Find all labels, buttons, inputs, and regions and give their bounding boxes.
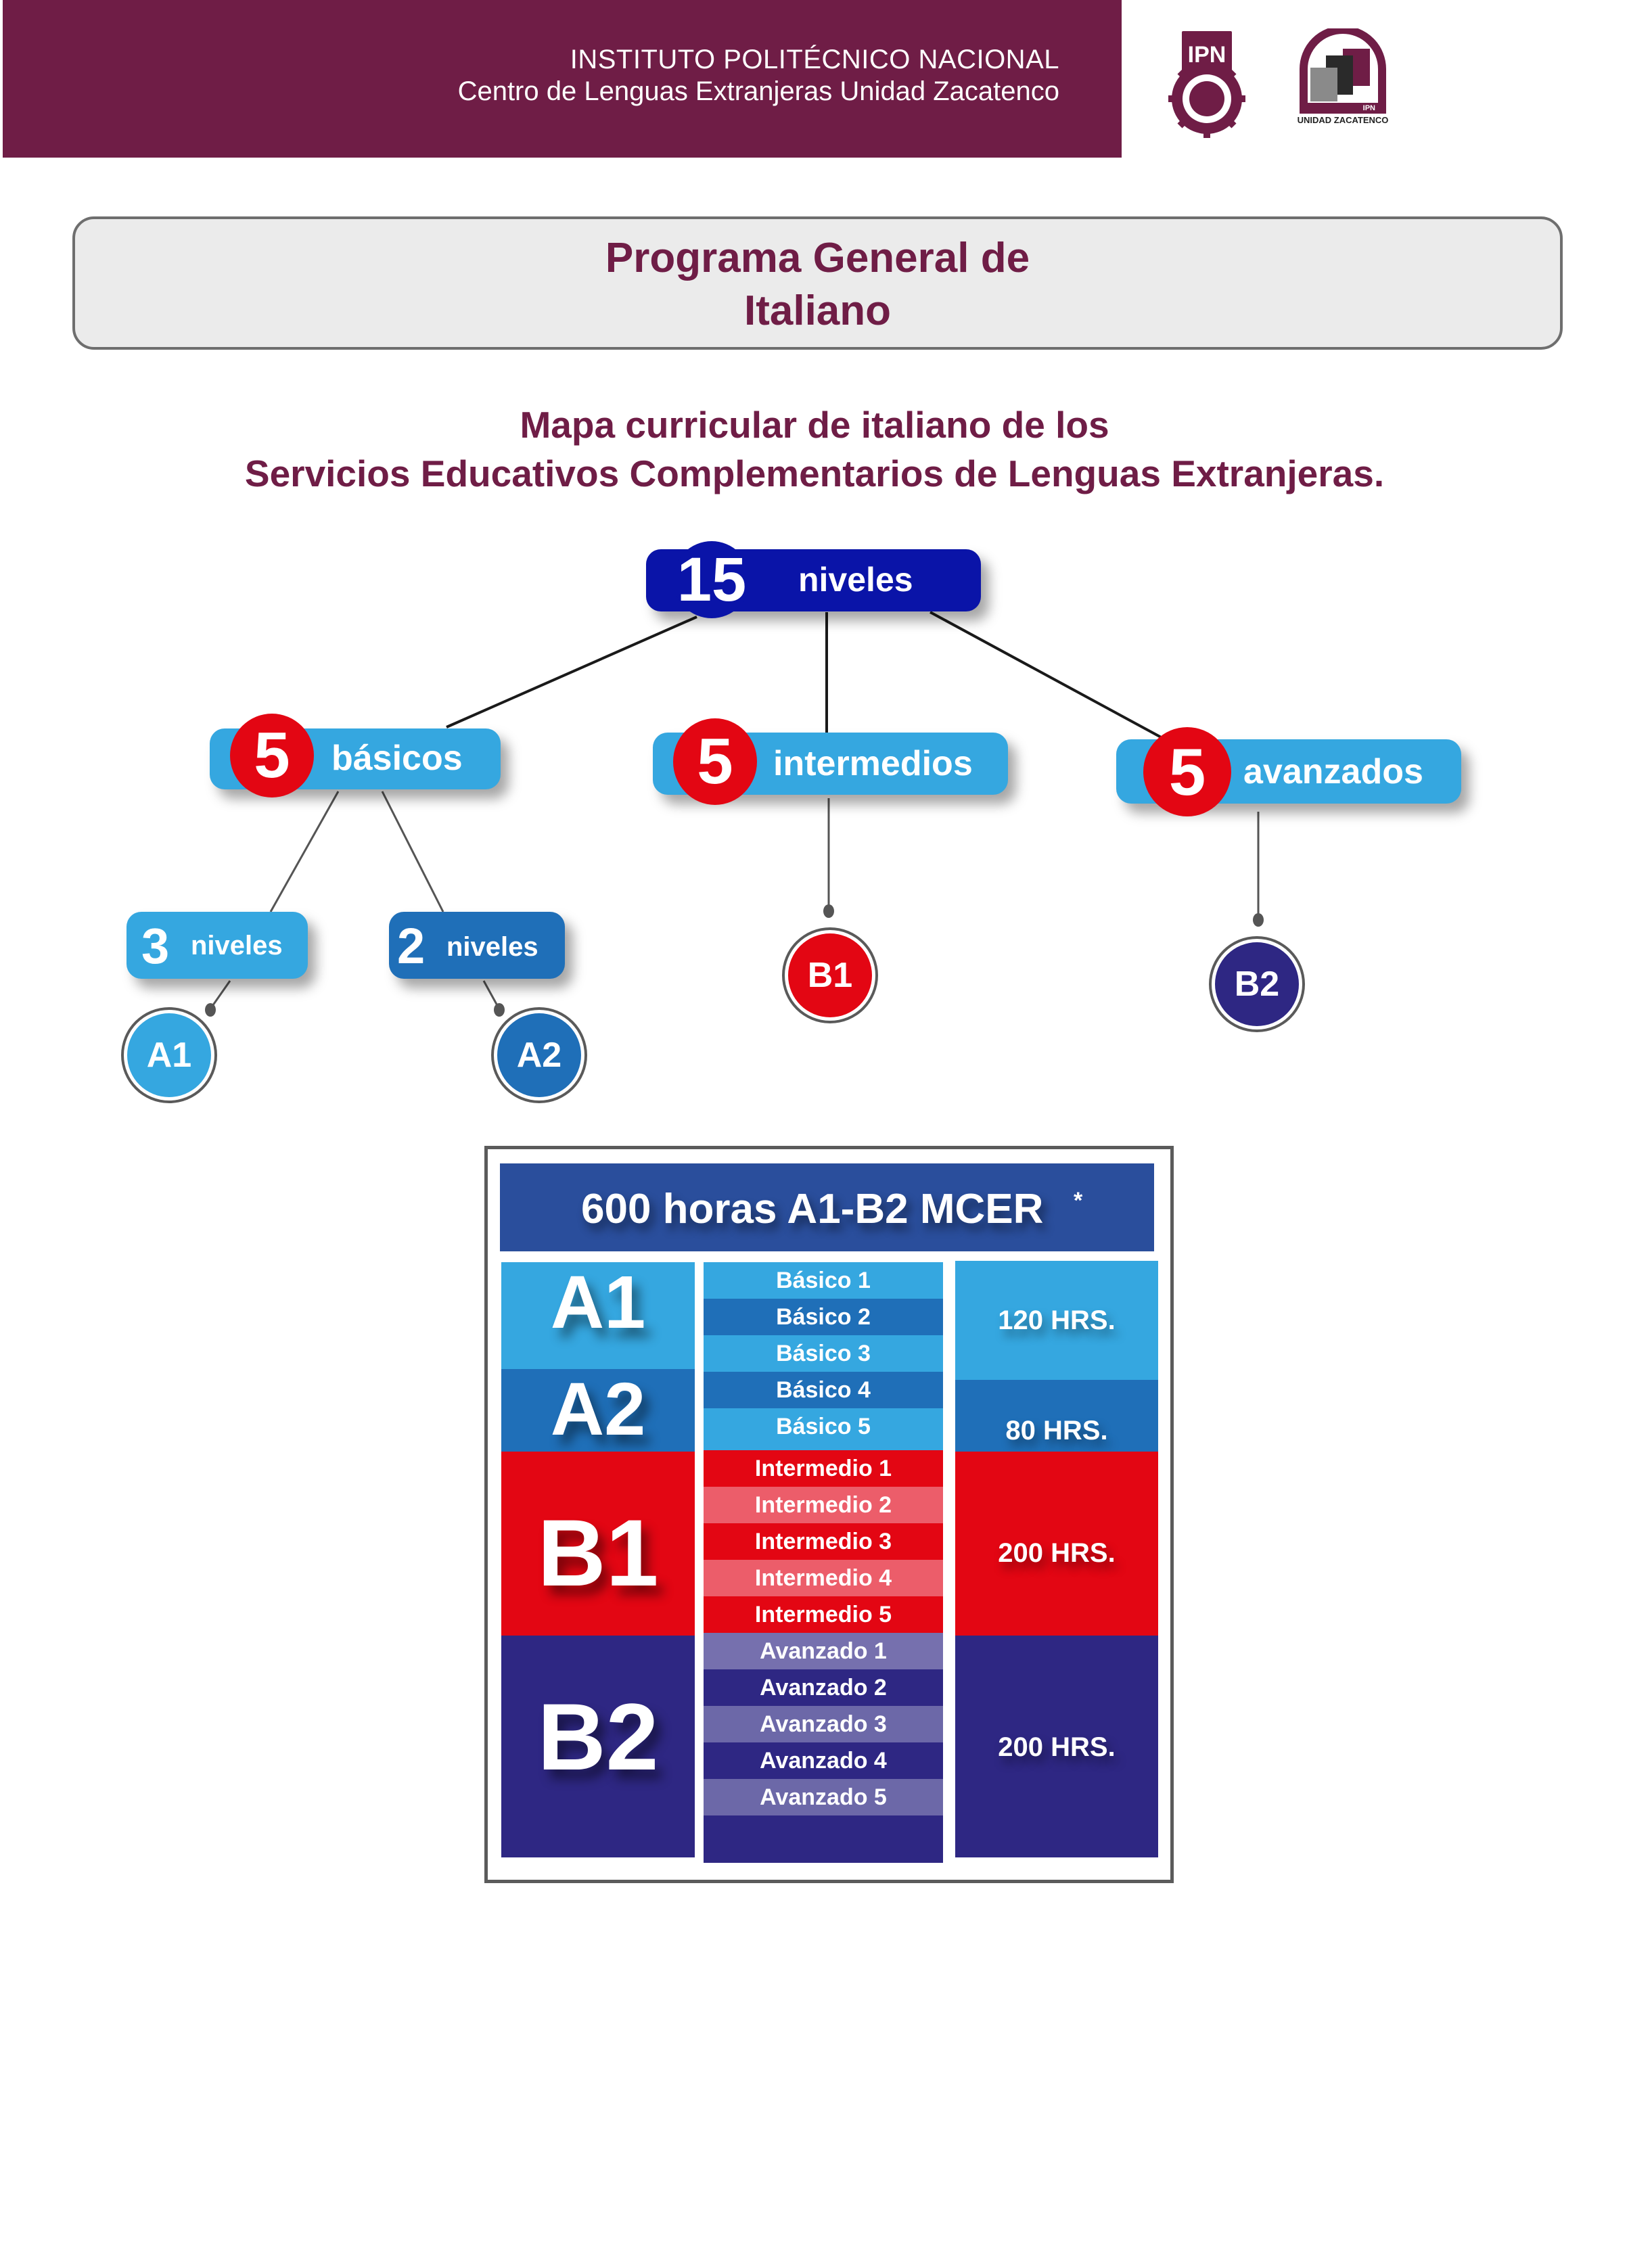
subtitle-line-1: Mapa curricular de italiano de los xyxy=(520,404,1109,446)
cefr-cell-b1: B1 xyxy=(501,1452,695,1636)
footnote-mark: * xyxy=(1074,1188,1083,1213)
hours-cell-a2: 80 HRS. xyxy=(955,1380,1158,1452)
sub-count-3: 3 xyxy=(141,918,170,974)
cefr-cell-a2: A2 xyxy=(501,1369,695,1452)
connector-dot xyxy=(823,904,834,918)
branch-count-badge-basicos: 5 xyxy=(230,714,314,797)
branch-label-intermedios: intermedios xyxy=(773,744,973,783)
level-badge-b1: B1 xyxy=(788,933,872,1017)
level-badge-a2: A2 xyxy=(497,1013,581,1097)
hours-cell-b1: 200 HRS. xyxy=(955,1452,1158,1636)
connector-basicos-2 xyxy=(381,791,444,912)
cefr-cell-b2: B2 xyxy=(501,1636,695,1857)
course-row: Avanzado 2 xyxy=(704,1669,943,1706)
connector-root-basicos xyxy=(446,616,697,728)
hours-cell-b2: 200 HRS. xyxy=(955,1636,1158,1857)
course-row: Básico 1 xyxy=(704,1262,943,1299)
course-row: Avanzado 4 xyxy=(704,1742,943,1779)
header-bar: INSTITUTO POLITÉCNICO NACIONAL Centro de… xyxy=(3,0,1122,158)
connector-root-avanzados xyxy=(930,611,1164,740)
sub-pill-2-niveles: 2 niveles xyxy=(389,912,565,979)
course-row: Básico 2 xyxy=(704,1299,943,1335)
course-row: Intermedio 4 xyxy=(704,1560,943,1596)
course-row: Básico 3 xyxy=(704,1335,943,1372)
root-count-badge: 15 xyxy=(673,541,750,618)
svg-text:IPN: IPN xyxy=(1363,104,1375,112)
connector-basicos-3 xyxy=(269,791,340,912)
page-title-line-1: Programa General de xyxy=(605,235,1030,281)
sub-label-2: niveles xyxy=(446,932,538,962)
sub-count-2: 2 xyxy=(397,918,426,974)
sub-label-3: niveles xyxy=(191,931,283,961)
branch-label-basicos: básicos xyxy=(331,739,463,778)
course-row: Avanzado 5 xyxy=(704,1779,943,1815)
level-badge-a1: A1 xyxy=(127,1013,211,1097)
subtitle-line-2: Servicios Educativos Complementarios de … xyxy=(244,453,1385,494)
ipn-logo: IPN xyxy=(1168,31,1245,138)
hours-table-heading-text: 600 horas A1-B2 MCER xyxy=(581,1186,1044,1232)
course-row: Avanzado 3 xyxy=(704,1706,943,1742)
course-row: Intermedio 1 xyxy=(704,1450,943,1487)
title-box: Programa General de Italiano xyxy=(72,216,1563,350)
hours-table-heading: 600 horas A1-B2 MCER * xyxy=(500,1163,1154,1251)
course-row: Intermedio 3 xyxy=(704,1523,943,1560)
root-label: niveles xyxy=(798,561,913,599)
institution-name: INSTITUTO POLITÉCNICO NACIONAL xyxy=(570,45,1059,74)
celex-logo: IPN UNIDAD ZACATENCO xyxy=(1298,28,1389,125)
hours-cell-a1: 120 HRS. xyxy=(955,1261,1158,1380)
cefr-cell-a1: A1 xyxy=(501,1262,695,1369)
unit-name: Centro de Lenguas Extranjeras Unidad Zac… xyxy=(457,76,1059,106)
course-row: Básico 5 xyxy=(704,1408,943,1450)
branch-label-avanzados: avanzados xyxy=(1243,752,1423,791)
connector-dot xyxy=(494,1003,505,1017)
course-row: Intermedio 5 xyxy=(704,1596,943,1633)
connector-3-a1 xyxy=(210,980,231,1009)
svg-text:IPN: IPN xyxy=(1188,42,1226,68)
level-badge-b2: B2 xyxy=(1215,942,1299,1026)
branch-count-badge-intermedios: 5 xyxy=(673,718,757,805)
page-title-line-2: Italiano xyxy=(743,287,892,334)
connector-dot xyxy=(205,1003,216,1017)
svg-text:UNIDAD ZACATENCO: UNIDAD ZACATENCO xyxy=(1298,115,1389,125)
course-row: Básico 4 xyxy=(704,1372,943,1408)
course-row: Avanzado 1 xyxy=(704,1633,943,1669)
connector-dot xyxy=(1253,913,1264,927)
branch-count-badge-avanzados: 5 xyxy=(1143,727,1231,816)
course-row: Intermedio 2 xyxy=(704,1487,943,1523)
sub-pill-3-niveles: 3 niveles xyxy=(127,912,308,979)
